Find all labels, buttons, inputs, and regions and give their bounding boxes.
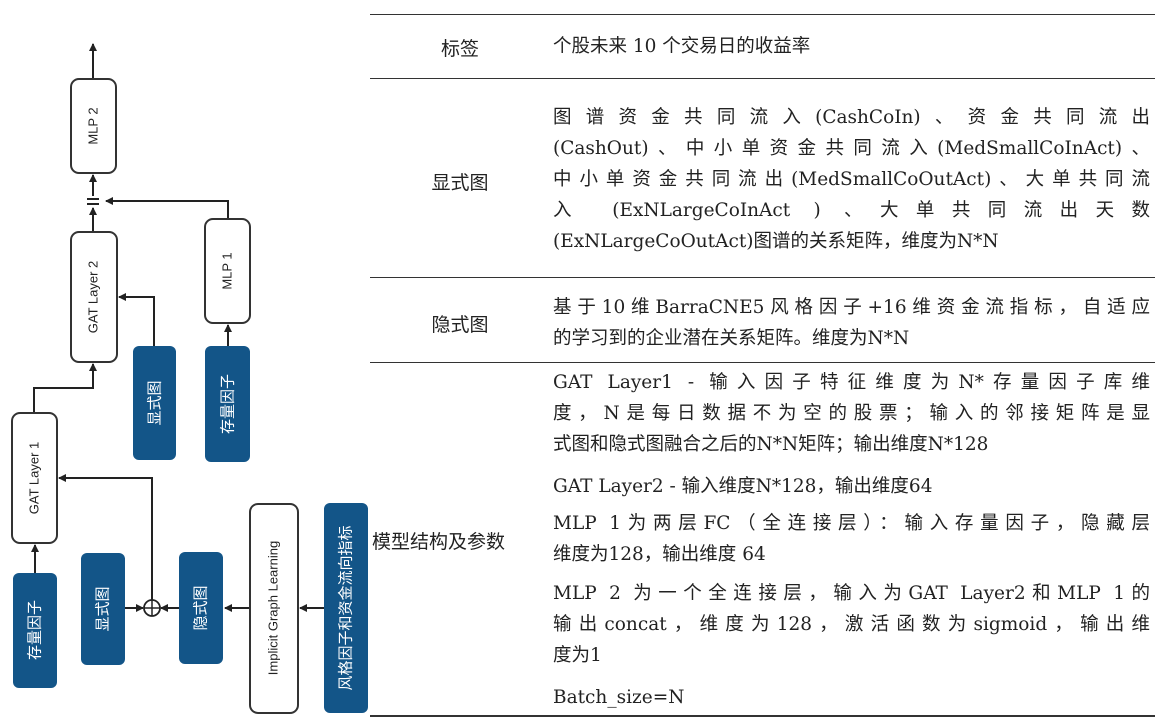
text-line: MLP 2 为一个全连接层，输入为GAT Layer2和MLP 1的 <box>553 583 1150 604</box>
mlp1-block: MLP 1 <box>204 218 251 324</box>
svg-text:风格因子和资金流向指标: 风格因子和资金流向指标 <box>337 525 355 690</box>
text-line: MLP 1为两层FC（全连接层）：输入存量因子，隐藏层 <box>553 513 1150 534</box>
svg-text:存量因子: 存量因子 <box>219 374 237 434</box>
row-divider <box>370 277 1155 278</box>
param-mlp1: MLP 1为两层FC（全连接层）：输入存量因子，隐藏层 维度为128，输出维度 … <box>553 508 1150 570</box>
text-line: 维度为128，输出维度 64 <box>553 544 766 565</box>
svg-text:显式图: 显式图 <box>146 380 164 425</box>
text-line: 输出concat，维度为128，激活函数为sigmoid，输出维 <box>553 614 1150 635</box>
row-label-target: 标签 <box>440 38 479 60</box>
svg-text:GAT Layer 1: GAT Layer 1 <box>26 442 41 515</box>
svg-text:MLP 1: MLP 1 <box>219 252 234 289</box>
explicit-graph-input-bottom: 显式图 <box>81 553 125 665</box>
text-line: 式图和隐式图融合之后的N*N矩阵；输出维度N*128 <box>553 434 989 455</box>
svg-text:存量因子: 存量因子 <box>26 600 44 660</box>
text-line: GAT Layer1 - 输入因子特征维度为N*存量因子库维 <box>553 372 1150 393</box>
table-bottom-rule <box>370 715 1155 717</box>
text-line: (CashOut)、中小单资金共同流入(MedSmallCoInAct)、 <box>553 138 1150 159</box>
row-label-explicit-graph: 显式图 <box>431 172 489 194</box>
param-gat-layer2: GAT Layer2 - 输入维度N*128，输出维度64 <box>553 471 1150 502</box>
gat-layer2-block: GAT Layer 2 <box>70 231 118 363</box>
text-line: 入 (ExNLargeCoInAct ) 、大单共同流出天数 <box>553 200 1150 221</box>
text-line: GAT Layer2 - 输入维度N*128，输出维度64 <box>553 476 933 497</box>
row-value-implicit-graph: 基于10维BarraCNE5风格因子+16维资金流指标，自适应 的学习到的企业潜… <box>553 292 1150 354</box>
text-line: 度，N是每日数据不为空的股票；输入的邻接矩阵是显 <box>553 403 1150 424</box>
svg-text:GAT Layer 2: GAT Layer 2 <box>85 261 100 334</box>
row-value-target: 个股未来 10 个交易日的收益率 <box>553 31 1150 62</box>
sum-operator-icon <box>143 599 161 617</box>
text-line: (ExNLargeCoOutAct)图谱的关系矩阵，维度为N*N <box>553 231 999 252</box>
param-batch-size: Batch_size=N <box>553 682 1150 713</box>
svg-text:MLP 2: MLP 2 <box>85 107 100 144</box>
text-line: 图谱资金共同流入(CashCoIn)、资金共同流出 <box>553 107 1150 128</box>
text-line: Batch_size=N <box>553 687 685 708</box>
svg-text:显式图: 显式图 <box>94 586 112 631</box>
concat-symbol <box>87 198 99 205</box>
explicit-graph-input-top: 显式图 <box>133 346 176 460</box>
mlp2-block: MLP 2 <box>70 78 117 174</box>
text-line: 中小单资金共同流出(MedSmallCoOutAct)、大单共同流 <box>553 169 1150 190</box>
svg-text:隐式图: 隐式图 <box>192 585 210 630</box>
text-line: 的学习到的企业潜在关系矩阵。维度为N*N <box>553 328 910 349</box>
implicit-graph-learning-block: Implicit Graph Learning <box>249 503 299 714</box>
param-gat-layer1: GAT Layer1 - 输入因子特征维度为N*存量因子库维 度，N是每日数据不… <box>553 367 1150 460</box>
row-value-explicit-graph: 图谱资金共同流入(CashCoIn)、资金共同流出 (CashOut)、中小单资… <box>553 102 1150 257</box>
row-label-implicit-graph: 隐式图 <box>431 314 489 336</box>
style-factor-input: 风格因子和资金流向指标 <box>324 503 368 713</box>
svg-text:Implicit Graph Learning: Implicit Graph Learning <box>265 541 280 675</box>
param-mlp2: MLP 2 为一个全连接层，输入为GAT Layer2和MLP 1的 输出con… <box>553 578 1150 671</box>
row-label-model-structure: 模型结构及参数 <box>372 531 506 553</box>
gat-layer1-block: GAT Layer 1 <box>11 412 58 544</box>
table-top-rule <box>370 14 1155 15</box>
text-line: 基于10维BarraCNE5风格因子+16维资金流指标，自适应 <box>553 297 1150 318</box>
text-line: 个股未来 10 个交易日的收益率 <box>553 36 811 57</box>
connector-arrows <box>31 43 324 612</box>
row-divider <box>370 78 1155 79</box>
stock-factor-input-bottom: 存量因子 <box>13 573 57 688</box>
text-line: 度为1 <box>553 645 602 666</box>
row-divider <box>370 362 1155 363</box>
implicit-graph-block: 隐式图 <box>179 552 223 664</box>
stock-factor-input-top: 存量因子 <box>205 346 250 462</box>
model-architecture-diagram: MLP 2 GAT Layer 2 MLP 1 显式图 存量因子 GAT Lay… <box>11 43 368 714</box>
